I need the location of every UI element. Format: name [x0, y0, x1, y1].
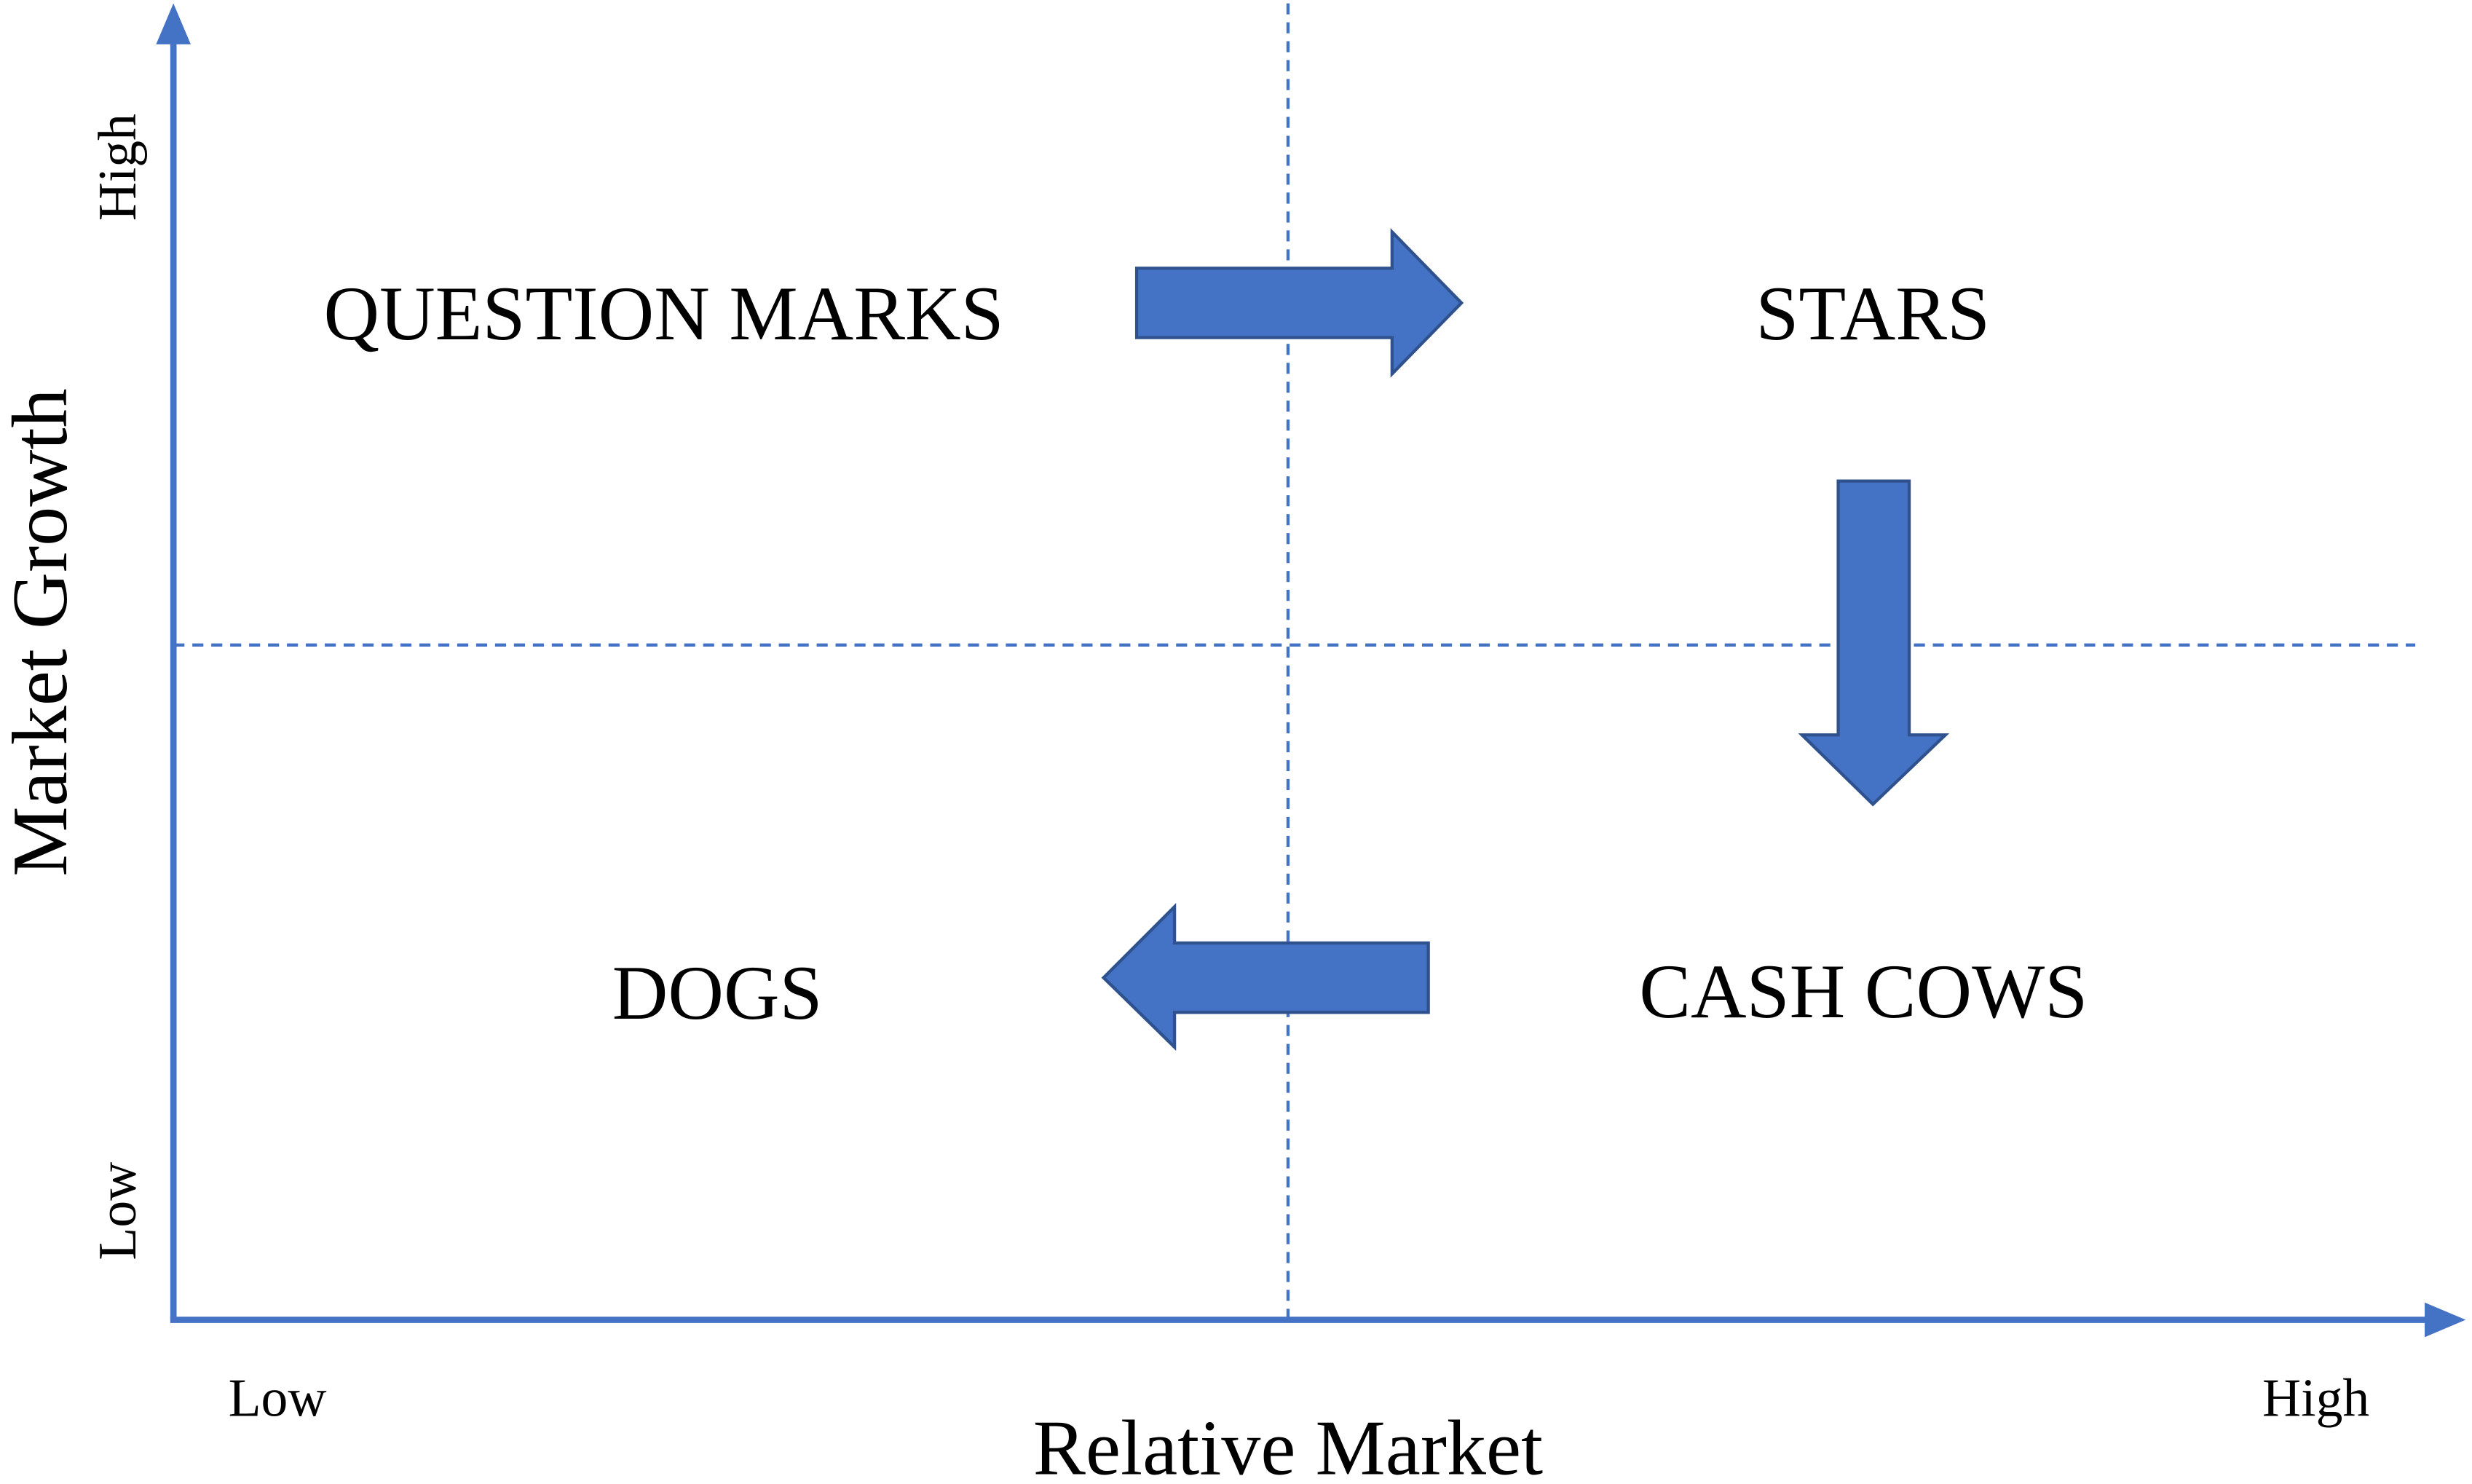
- quadrant-label-question-marks: QUESTION MARKS: [323, 270, 1003, 356]
- arrow-right-icon: [1134, 228, 1464, 378]
- x-axis-low-label: Low: [229, 1368, 327, 1428]
- quadrant-label-stars: STARS: [1756, 270, 1990, 356]
- quadrant-label-dogs: DOGS: [612, 950, 823, 1035]
- y-axis-title: Market Growth: [0, 388, 84, 876]
- arrow-left-icon: [1101, 903, 1430, 1051]
- y-axis-low-label: Low: [87, 1162, 147, 1260]
- y-axis-arrowhead: [156, 3, 191, 44]
- x-axis-title: Relative Market: [1033, 1405, 1543, 1484]
- quadrant-label-cash-cows: CASH COWS: [1639, 948, 2088, 1034]
- y-axis-high-label: High: [87, 114, 147, 221]
- x-axis-arrowhead: [2425, 1302, 2466, 1338]
- x-axis-high-label: High: [2262, 1368, 2369, 1428]
- arrow-down-icon: [1798, 479, 1950, 807]
